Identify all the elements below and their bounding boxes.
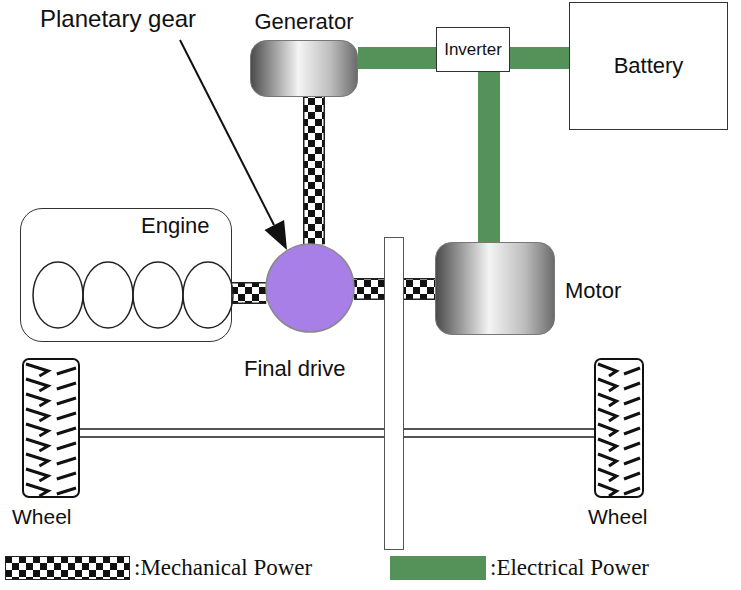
wheel-outline	[22, 358, 80, 498]
connector-stroke	[404, 428, 594, 438]
axle-connector	[80, 433, 384, 434]
engine: Engine	[20, 208, 232, 342]
mech-connector	[354, 289, 384, 290]
mech-connector	[314, 97, 315, 244]
node-label: Wheel	[12, 505, 72, 529]
machine-body	[436, 243, 555, 335]
connector-stroke	[404, 280, 435, 299]
connector-stroke	[354, 278, 384, 300]
connector-stroke	[305, 97, 324, 244]
tread	[598, 364, 640, 376]
connector-stroke	[354, 280, 384, 299]
tread	[26, 424, 76, 436]
battery-box: Battery	[569, 2, 728, 130]
cylinder	[133, 262, 183, 328]
connector-stroke	[303, 97, 325, 244]
tread	[598, 484, 640, 496]
connector-stroke	[80, 428, 384, 438]
connector-stroke	[478, 72, 500, 242]
elec-connector	[489, 72, 490, 242]
connector-stroke	[80, 430, 384, 436]
final-drive-outline	[385, 238, 403, 549]
node-label: Wheel	[588, 505, 648, 529]
tread	[598, 379, 640, 391]
legend-swatch	[5, 556, 130, 580]
connector-stroke	[358, 47, 436, 69]
connector-stroke	[232, 282, 266, 304]
tread	[598, 409, 640, 421]
cylinder	[83, 262, 133, 328]
generator-outline	[250, 40, 358, 97]
node-label: Motor	[565, 278, 621, 303]
tread	[598, 394, 640, 406]
connector-stroke	[404, 278, 435, 300]
elec-connector	[358, 58, 436, 59]
generator: Generator	[250, 40, 358, 97]
tread	[26, 379, 76, 391]
node-label: Planetary gear	[40, 5, 196, 33]
motor: Motor	[435, 242, 555, 335]
node-label: Inverter	[444, 40, 502, 60]
tread	[598, 469, 640, 481]
legend-label: :Electrical Power	[490, 555, 649, 581]
tread	[26, 484, 76, 496]
node-label: Engine	[141, 213, 210, 238]
checker-sample	[6, 557, 130, 580]
cylinder	[33, 262, 83, 328]
gear-disc	[266, 244, 354, 332]
tread	[598, 454, 640, 466]
inverter-box: Inverter	[436, 27, 510, 72]
tire	[23, 359, 79, 497]
node-label: Final drive	[244, 356, 345, 381]
final-drive: Final drive	[384, 237, 404, 550]
tread	[26, 364, 76, 376]
tread	[26, 439, 76, 451]
machine-body	[251, 41, 358, 97]
node-label: Battery	[614, 53, 684, 78]
mech-connector	[232, 293, 266, 294]
wheel: Wheel	[22, 358, 80, 498]
planetary-gear: Planetary gear	[265, 243, 355, 333]
motor-outline	[435, 242, 555, 335]
legend-entry: :Mechanical Power	[5, 555, 312, 581]
wheel-outline	[594, 358, 644, 498]
connector-stroke	[232, 284, 266, 303]
legend-entry: :Electrical Power	[390, 555, 649, 581]
node-label: Generator	[254, 9, 353, 34]
connector-stroke	[510, 47, 569, 69]
legend-label: :Mechanical Power	[134, 555, 312, 581]
wheel: Wheel	[594, 358, 644, 498]
tire	[595, 359, 643, 497]
leader-arrowhead	[265, 220, 288, 250]
tread	[26, 454, 76, 466]
legend-swatch	[390, 556, 486, 580]
cylinder	[183, 262, 233, 328]
planetary-gear-outline	[265, 243, 355, 333]
axle-connector	[404, 433, 594, 434]
tread	[598, 439, 640, 451]
elec-connector	[510, 58, 569, 59]
connector-stroke	[404, 430, 594, 436]
mech-connector	[404, 289, 435, 290]
tread	[26, 409, 76, 421]
tread	[598, 424, 640, 436]
tread	[26, 469, 76, 481]
tread	[26, 394, 76, 406]
